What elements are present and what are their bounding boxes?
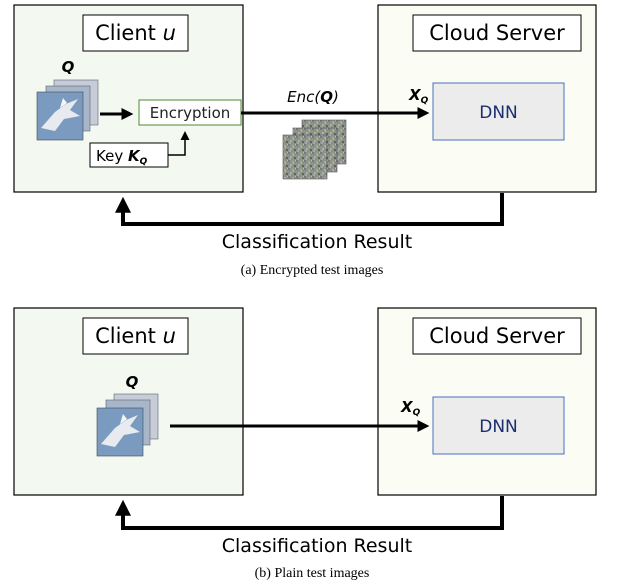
key-label: Key KQ <box>96 147 148 167</box>
encryption-label: Encryption <box>150 104 231 122</box>
dnn-label: DNN <box>479 103 518 123</box>
server-title-box <box>412 14 582 52</box>
client-title: Client u <box>95 21 176 45</box>
client-title-box <box>82 14 189 52</box>
server-title-box <box>412 317 582 355</box>
plain-image-stack <box>96 393 159 457</box>
key-box <box>89 142 169 168</box>
plain-image-stack <box>36 79 99 141</box>
x-label: XQ <box>408 86 429 106</box>
images-label: Q <box>62 58 75 76</box>
encrypted-image-stack <box>282 119 347 180</box>
panel-b: Client u Cloud Server Q XQ DNN Classific… <box>13 307 597 581</box>
arrow-key-to-encryption <box>168 131 190 156</box>
result-label: Classification Result <box>222 231 412 253</box>
x-label: XQ <box>400 398 421 418</box>
result-label: Classification Result <box>222 535 412 557</box>
server-title: Cloud Server <box>429 21 565 45</box>
dnn-label: DNN <box>479 417 518 437</box>
arrow-result-to-client <box>115 496 504 530</box>
arrow-result-to-client <box>115 193 504 226</box>
server-title: Cloud Server <box>429 324 565 348</box>
enc-label: Enc(Q) <box>287 88 339 106</box>
caption-a: (a) Encrypted test images <box>241 263 384 278</box>
dnn-box <box>432 396 565 455</box>
images-label: Q <box>126 373 139 391</box>
client-title-box <box>82 317 189 355</box>
caption-b: (b) Plain test images <box>255 566 370 581</box>
client-title: Client u <box>95 324 176 348</box>
panel-a: Client u Cloud Server Q Encryption Key K… <box>13 4 597 278</box>
dnn-box <box>432 82 565 141</box>
